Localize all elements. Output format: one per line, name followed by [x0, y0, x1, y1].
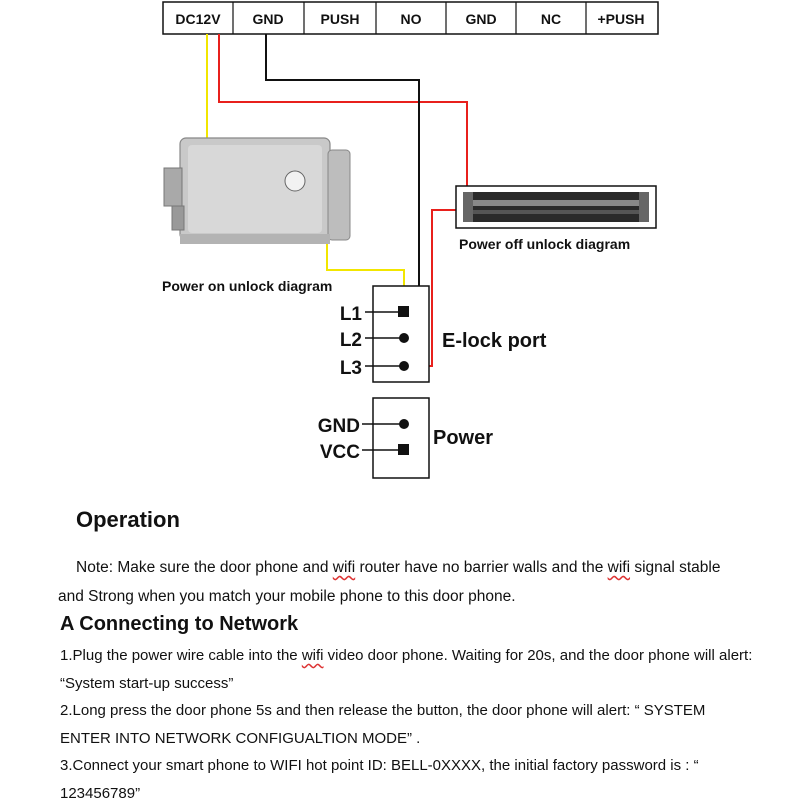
note-text-2: router have no barrier walls and the — [355, 559, 608, 576]
step-1-text-b: video door phone. Waiting for 20s, and t… — [60, 647, 753, 692]
operation-note: Note: Make sure the door phone and wifi … — [58, 553, 748, 611]
network-heading: A Connecting to Network — [60, 613, 299, 635]
yellow-wire-l1 — [326, 238, 405, 300]
step-1-wifi: wifi — [301, 647, 324, 664]
step-2: 2.Long press the door phone 5s and then … — [60, 702, 706, 747]
terminal-label-nc: NC — [541, 11, 561, 27]
elock-port-title: E-lock port — [442, 330, 547, 352]
note-wifi-1: wifi — [332, 559, 356, 576]
terminal-strip: DC12V GND PUSH NO GND NC +PUSH — [162, 1, 659, 35]
note-text-1: Note: Make sure the door phone and — [76, 559, 333, 576]
wiring-diagram: DC12V GND PUSH NO GND NC +PUSH Power on … — [162, 1, 659, 479]
step-1: 1.Plug the power wire cable into the wif… — [60, 642, 760, 698]
pin-label-gnd: GND — [318, 416, 360, 437]
pin-label-l3: L3 — [340, 358, 362, 379]
magnetic-lock-image — [455, 185, 657, 229]
pin-label-vcc: VCC — [320, 442, 360, 463]
power-on-unlock-label: Power on unlock diagram — [162, 278, 332, 294]
power-port-title: Power — [433, 427, 493, 449]
red-wire — [218, 34, 468, 192]
note-text-3: signal stable and Strong when you match … — [58, 559, 721, 605]
step-1-text-a: 1.Plug the power wire cable into the — [60, 647, 302, 664]
step-3: 3.Connect your smart phone to WIFI hot p… — [60, 757, 699, 802]
terminal-label-gnd: GND — [252, 11, 283, 27]
terminal-label-push: PUSH — [321, 11, 360, 27]
terminal-label-dc12v: DC12V — [175, 11, 221, 27]
note-wifi-2: wifi — [607, 559, 631, 576]
terminal-label-plus-push: +PUSH — [597, 11, 644, 27]
power-off-unlock-label: Power off unlock diagram — [459, 236, 630, 252]
terminal-label-no: NO — [401, 11, 422, 27]
power-port: GND VCC — [318, 397, 430, 479]
electric-lock-image — [163, 137, 351, 244]
pin-label-l1: L1 — [340, 304, 363, 325]
elock-port: L1 L2 L3 — [340, 285, 430, 383]
pin-label-l2: L2 — [340, 330, 362, 351]
operation-heading: Operation — [76, 507, 180, 532]
terminal-label-gnd-2: GND — [465, 11, 496, 27]
